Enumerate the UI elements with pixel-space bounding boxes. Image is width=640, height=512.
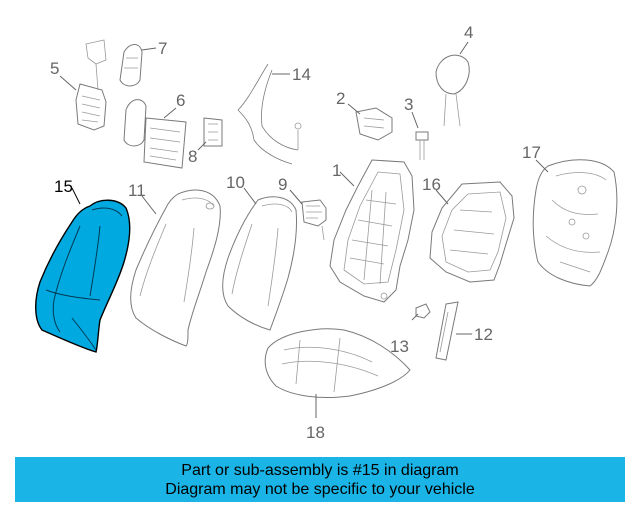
part-3-bolt[interactable] <box>415 131 429 160</box>
part-2-bracket[interactable] <box>355 107 393 141</box>
leader-1 <box>339 171 355 187</box>
part-6-bolster[interactable] <box>123 99 187 169</box>
callout-5[interactable]: 5 <box>50 59 59 78</box>
info-banner: Part or sub-assembly is #15 in diagram D… <box>15 457 625 502</box>
part-1-seat-back-frame[interactable] <box>329 159 415 303</box>
part-4-headrest[interactable] <box>435 54 470 127</box>
part-8-module[interactable] <box>203 117 223 147</box>
part-11-seat-back-cover[interactable] <box>130 189 221 347</box>
leader-9 <box>289 189 303 205</box>
banner-line-1: Part or sub-assembly is #15 in diagram <box>181 461 459 479</box>
callout-3[interactable]: 3 <box>404 95 413 114</box>
callout-13[interactable]: 13 <box>390 337 409 356</box>
leader-16 <box>435 189 449 205</box>
callout-1[interactable]: 1 <box>332 161 341 180</box>
leader-3 <box>411 111 419 129</box>
callout-4[interactable]: 4 <box>464 23 473 42</box>
leader-7 <box>141 47 157 51</box>
part-13-clip[interactable] <box>415 303 431 319</box>
callout-11[interactable]: 11 <box>128 181 146 200</box>
part-18-seat-cushion[interactable] <box>264 328 411 399</box>
part-16-rear-panel[interactable] <box>429 181 515 283</box>
parts-diagram: 15 11 10 9 1 16 17 5 7 6 8 14 2 3 4 13 1… <box>35 23 618 442</box>
callout-18[interactable]: 18 <box>306 423 325 442</box>
callout-2[interactable]: 2 <box>336 89 345 108</box>
leader-17 <box>535 159 549 173</box>
leader-10 <box>243 187 257 205</box>
part-12-trim-strip[interactable] <box>435 301 459 361</box>
callout-8[interactable]: 8 <box>188 147 197 166</box>
leader-13 <box>411 313 419 321</box>
part-10-seat-back-pad[interactable] <box>222 196 297 331</box>
part-7-pad[interactable] <box>119 44 143 87</box>
callout-7[interactable]: 7 <box>158 39 167 58</box>
callout-17[interactable]: 17 <box>522 143 541 162</box>
leader-6 <box>163 107 177 119</box>
leader-15 <box>71 187 81 205</box>
leader-11 <box>141 195 157 215</box>
part-15-seat-back-cover[interactable] <box>35 199 131 353</box>
banner-line-2: Diagram may not be specific to your vehi… <box>165 480 475 498</box>
callout-6[interactable]: 6 <box>176 91 185 110</box>
callout-12[interactable]: 12 <box>474 325 493 344</box>
leader-8 <box>197 141 207 151</box>
callout-14[interactable]: 14 <box>292 65 311 84</box>
callout-15[interactable]: 15 <box>54 177 73 196</box>
callout-16[interactable]: 16 <box>422 175 441 194</box>
part-14-wire-harness[interactable] <box>237 63 302 165</box>
callout-9[interactable]: 9 <box>278 175 287 194</box>
part-17-rear-cover[interactable] <box>532 159 618 287</box>
leader-4 <box>459 41 469 55</box>
leader-5 <box>59 75 77 91</box>
callout-10[interactable]: 10 <box>226 173 245 192</box>
leader-2 <box>347 103 361 115</box>
part-5-lumbar-support[interactable] <box>75 39 107 131</box>
part-9-bracket[interactable] <box>301 199 327 241</box>
